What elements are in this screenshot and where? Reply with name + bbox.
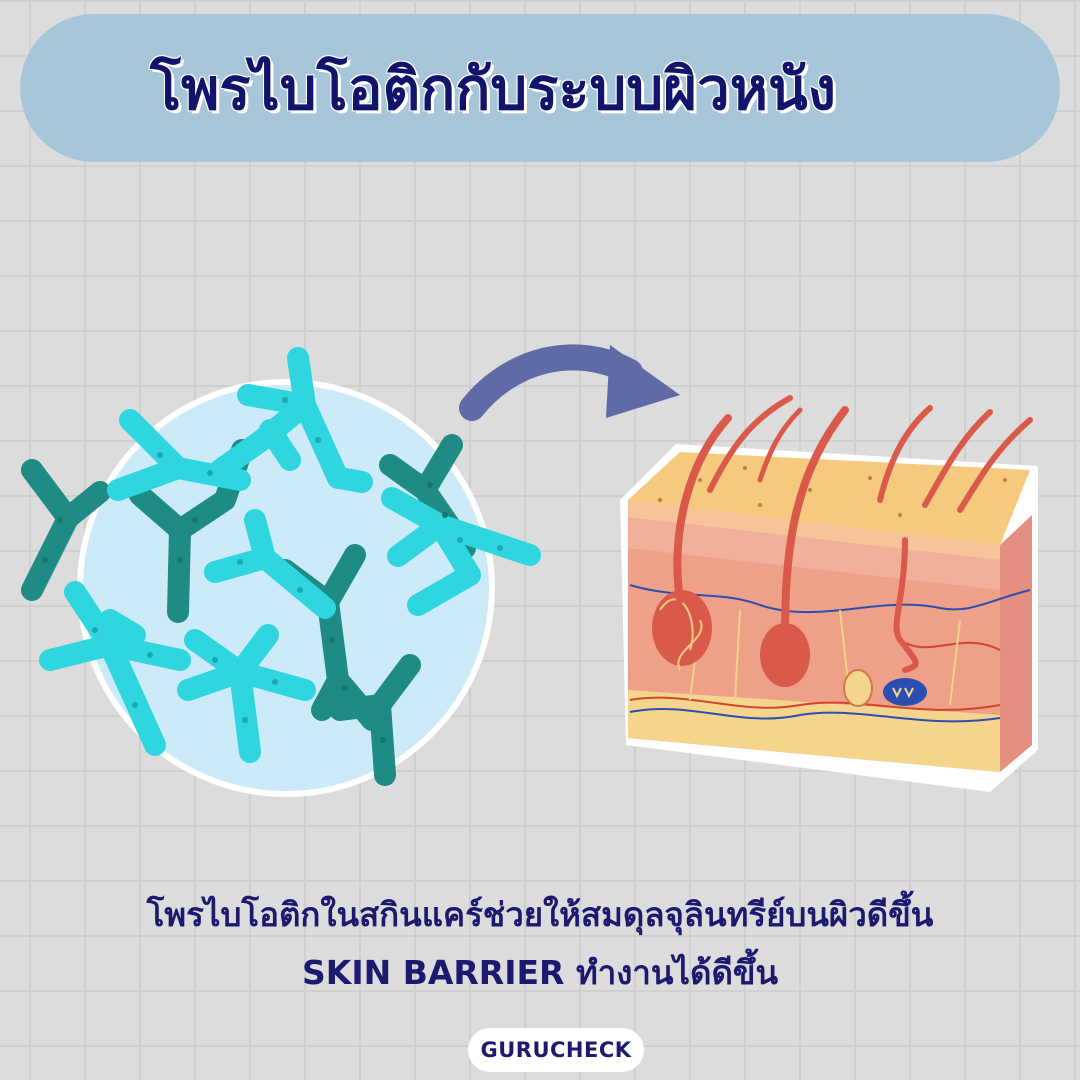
skin-cross-section-illustration	[620, 395, 1038, 792]
title-banner	[20, 14, 1060, 162]
brand-logo: GURUCHECK	[468, 1028, 644, 1072]
curved-arrow-icon	[459, 344, 680, 421]
brand-logo-text: GURUCHECK	[480, 1038, 632, 1062]
probiotic-bacteria-illustration	[21, 347, 541, 797]
hair-follicles	[652, 590, 810, 687]
caption-line-2: SKIN BARRIER ทำงานได้ดีขึ้น	[301, 953, 779, 992]
bacteria-dots	[42, 482, 448, 743]
caption-line-1: โพรไบโอติกในสกินแคร์ช่วยให้สมดุลจุลินทรี…	[146, 895, 934, 934]
hair-strands	[673, 395, 1033, 673]
cyan-bacteria-dots	[92, 397, 503, 723]
page-title: โพรไบโอติกกับระบบผิวหนัง	[150, 54, 836, 123]
